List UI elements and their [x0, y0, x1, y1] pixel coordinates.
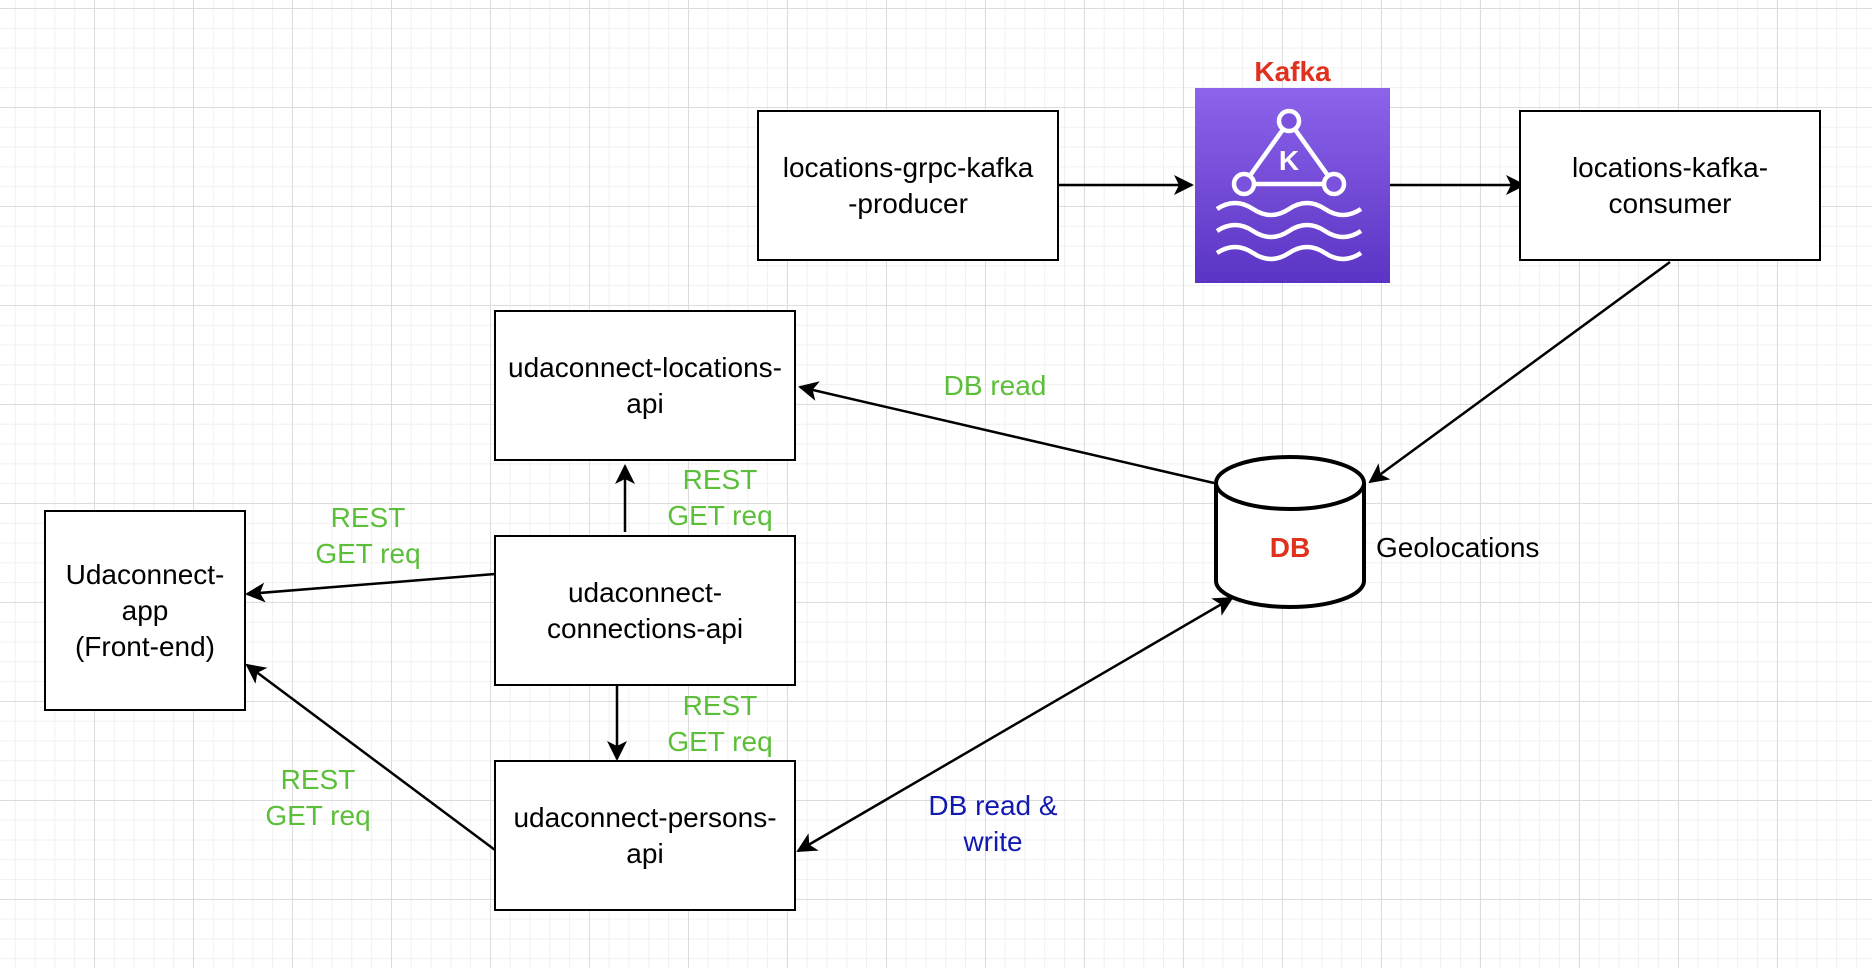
rest-persons-label: REST GET req	[667, 690, 773, 757]
rest-connections-app-label: REST GET req	[315, 502, 421, 569]
grpc-producer-node[interactable]: locations-grpc-kafka -producer	[757, 110, 1059, 261]
frontend-app-node[interactable]: Udaconnect- app (Front-end)	[44, 510, 246, 711]
kafka-title: Kafka	[1254, 56, 1331, 87]
svg-text:K: K	[1279, 145, 1299, 176]
arrow-db-to-locations-api[interactable]	[798, 381, 1215, 485]
database-cylinder-icon[interactable]	[1212, 455, 1368, 613]
db-read-label: DB read	[943, 370, 1047, 401]
kafka-icon[interactable]: K	[1195, 88, 1390, 283]
geolocations-label: Geolocations	[1376, 532, 1540, 563]
persons-api-node[interactable]: udaconnect-persons- api	[494, 760, 796, 911]
db-read-write-label: DB read & write	[928, 790, 1058, 857]
arrow-db-persons-api-bidirectional[interactable]	[796, 596, 1234, 853]
locations-api-node[interactable]: udaconnect-locations- api	[494, 310, 796, 461]
db-label: DB	[1269, 532, 1311, 563]
rest-locations-label: REST GET req	[667, 464, 773, 531]
connections-api-node[interactable]: udaconnect- connections-api	[494, 535, 796, 686]
arrow-persons-to-frontend[interactable]	[245, 663, 496, 852]
arrow-connections-to-frontend[interactable]	[245, 572, 496, 603]
rest-persons-app-label: REST GET req	[265, 764, 371, 831]
kafka-consumer-node[interactable]: locations-kafka- consumer	[1519, 110, 1821, 261]
arrow-consumer-to-db[interactable]	[1368, 260, 1671, 484]
